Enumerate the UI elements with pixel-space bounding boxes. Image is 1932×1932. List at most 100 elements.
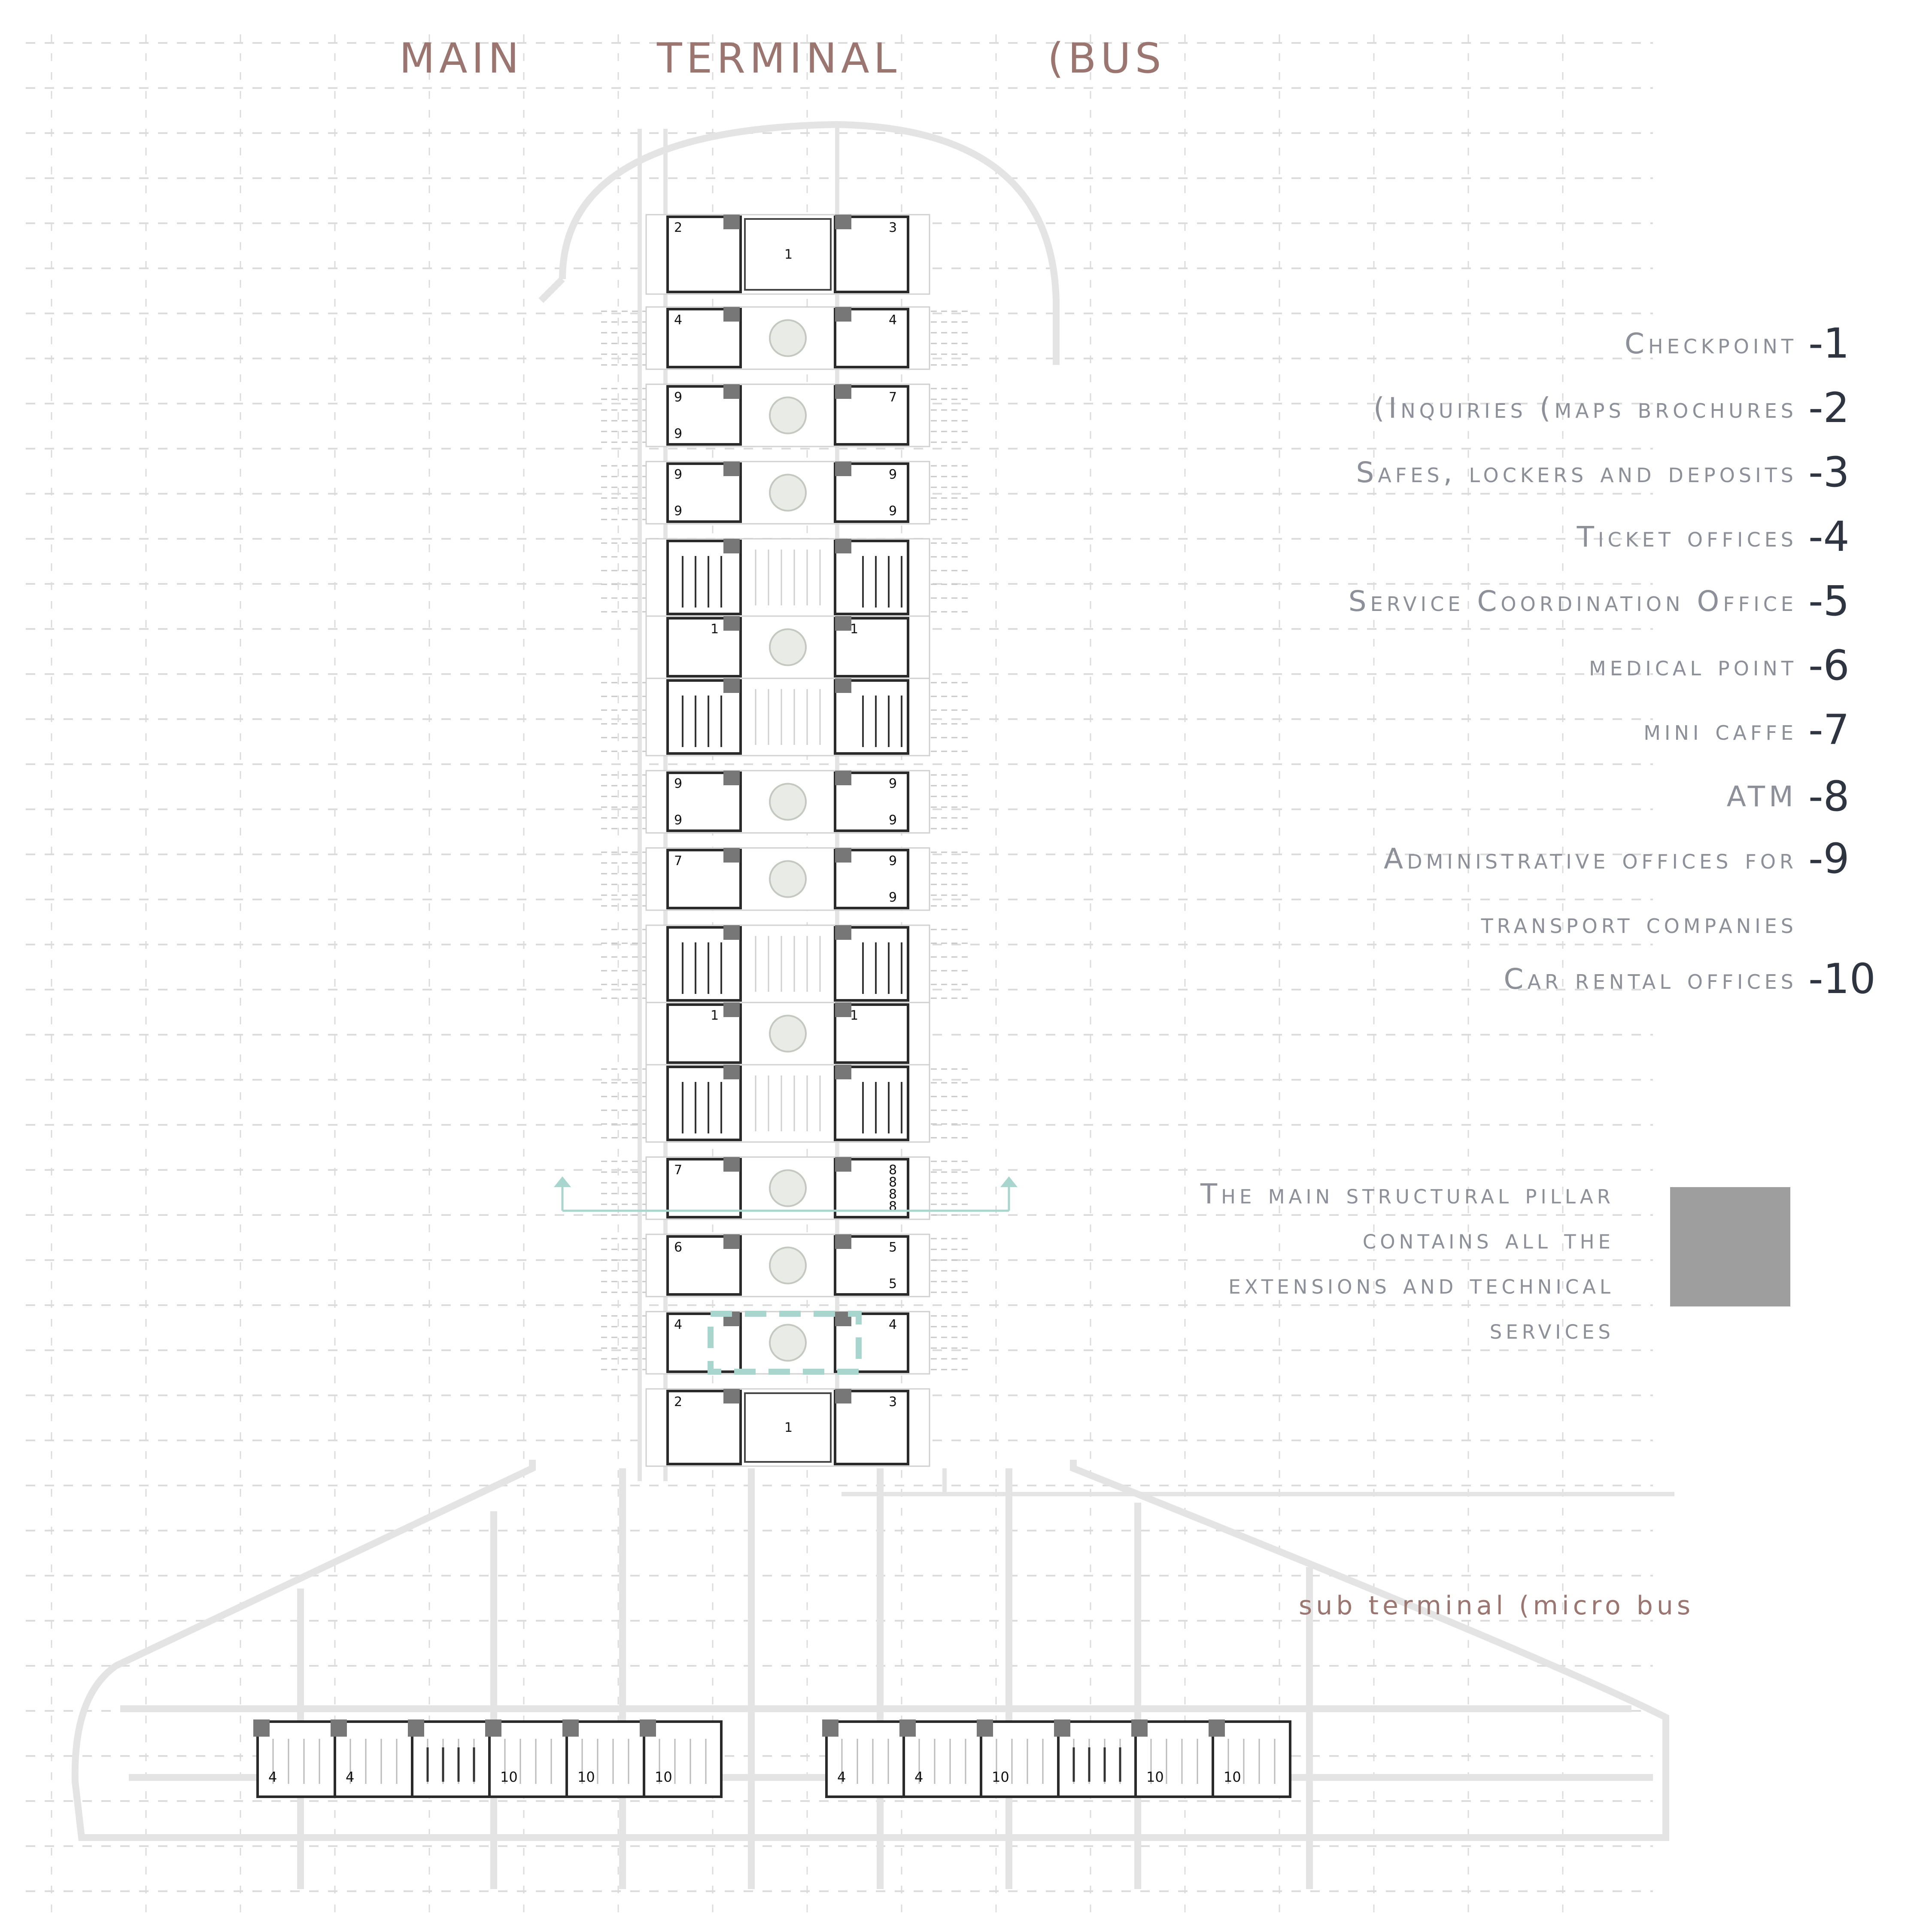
plan-room [834,308,909,368]
room-number: 9 [674,776,682,791]
legend-label: ATM [1726,780,1797,813]
plan-room [666,1312,742,1373]
legend-number: -1 [1808,319,1850,368]
room-number: 1 [784,1420,793,1435]
pillar-block [723,678,740,693]
plan-bay [645,1064,930,1143]
room-number: 1 [784,247,793,262]
room-number: 1 [711,622,719,637]
pillar-block [835,925,851,940]
sub-bay [902,1720,982,1798]
room-number: 7 [889,390,897,405]
room-number: 4 [837,1769,846,1785]
legend-label: Service Coordination Office [1348,584,1797,618]
sub-bay [643,1720,723,1798]
tree-planter-icon [769,783,807,821]
plan-room [666,1158,742,1218]
legend-label: (Inquiries (maps brochures [1373,391,1797,425]
pillar-block [331,1719,347,1737]
legend-item: medical point-6 [1589,641,1850,690]
pillar-note: The main structural pillar contains all … [1030,1172,1614,1352]
pillar-block [835,1065,851,1079]
pillar-block [822,1719,838,1737]
pillar-block [723,462,740,476]
legend-number: -8 [1808,772,1850,820]
tree-planter-icon [769,628,807,666]
pillar-note-line: extensions and technical [1228,1269,1614,1300]
room-number: 1 [850,622,858,637]
plan-room [666,1066,742,1141]
room-number: 3 [889,1394,897,1410]
legend-item: transport companies [1481,899,1797,947]
room-number: 4 [889,313,897,328]
plan-room [834,1003,909,1064]
arrow-up-icon [1000,1176,1018,1187]
plan-room [834,385,909,446]
pillar-note-line: services [1489,1314,1614,1346]
sub-bay [256,1720,336,1798]
pillar-block [723,1389,740,1403]
plan-room [666,849,742,909]
legend-number: -9 [1808,835,1850,883]
pillar-block [723,1157,740,1172]
legend-item: ATM -8 [1726,772,1850,820]
sub-bay [825,1720,905,1798]
pillar-block [835,384,851,399]
room-number: 3 [889,220,897,235]
room-number: 9 [674,467,682,482]
pillar-block [1131,1719,1148,1737]
legend-item: mini caffe-7 [1643,706,1850,754]
plan-room [834,1390,909,1465]
room-number: 6 [674,1240,682,1255]
tree-planter-icon [769,860,807,898]
pillar-block [723,848,740,863]
room-number: 1 [711,1008,719,1023]
pillar-block [723,771,740,785]
plan-room [666,617,742,677]
pillar-block [723,616,740,631]
room-number: 9 [889,854,897,869]
sub-bay [980,1720,1060,1798]
plan-bay [645,924,930,1003]
pillar-block [562,1719,579,1737]
title-word-1: MAIN [399,34,523,82]
pillar-block [723,925,740,940]
plan-bay [645,1388,930,1467]
room-number: 1 [850,1008,858,1023]
plan-room [834,462,909,523]
room-number: 9 [674,504,682,519]
pillar-block [723,384,740,399]
sub-bay [1057,1720,1137,1798]
pillar-block [835,215,851,229]
underlay-line [538,276,565,303]
legend-label: Ticket offices [1577,520,1797,553]
room-number: 2 [674,220,682,235]
checkpoint-room [744,1392,832,1463]
pillar-block [1209,1719,1225,1737]
room-number: 8 [889,1163,897,1178]
room-number: 5 [889,1276,897,1291]
room-number: 9 [674,813,682,828]
room-number: 5 [889,1240,897,1255]
pillar-block [723,215,740,229]
room-number: 10 [500,1769,518,1785]
pillar-block [835,462,851,476]
room-number: 7 [674,1163,682,1178]
tree-planter-icon [769,1015,807,1053]
pillar-note-line: The main structural pillar [1200,1179,1614,1210]
room-number: 10 [992,1769,1009,1785]
legend-number: -7 [1808,706,1850,754]
plan-room [834,1235,909,1296]
title-word-2: TERMINAL [657,34,901,82]
legend-number: -10 [1808,955,1876,1003]
legend-label: transport companies [1481,906,1797,940]
plan-room [834,1158,909,1218]
legend-number: -6 [1808,641,1850,690]
room-number: 4 [674,1317,682,1332]
room-number: 9 [889,504,897,519]
pillar-block [977,1719,993,1737]
room-number: 2 [674,1394,682,1410]
pillar-block [835,1389,851,1403]
pillar-block [835,307,851,322]
